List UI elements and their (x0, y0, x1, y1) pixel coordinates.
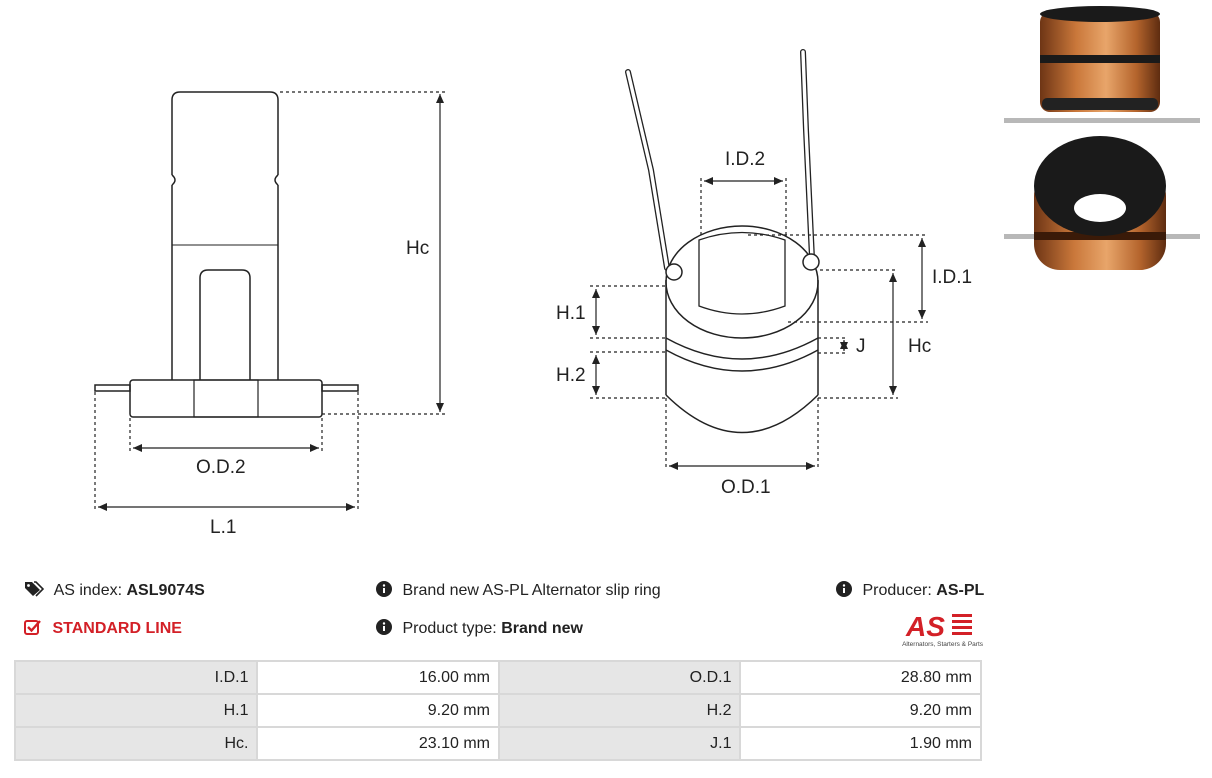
spec-value: 9.20 mm (739, 693, 982, 728)
side-hc-label: Hc (406, 238, 429, 259)
spec-value: 9.20 mm (256, 693, 500, 728)
spec-value: 28.80 mm (739, 660, 982, 695)
as-index-value: ASL9074S (126, 582, 205, 599)
od1-label: O.D.1 (721, 477, 771, 498)
id2-label: I.D.2 (725, 149, 765, 170)
perspective-view (625, 49, 820, 434)
product-type: Product type: Brand new (376, 619, 583, 638)
as-pl-logo: AS Alternators, Starters & Parts (902, 611, 984, 648)
tags-icon (25, 581, 44, 597)
perspective-hc-label: Hc (908, 336, 931, 357)
h2-label: H.2 (556, 365, 586, 386)
product-type-prefix: Product type: (402, 620, 497, 637)
product-type-value: Brand new (501, 620, 583, 637)
spec-value: 1.90 mm (739, 726, 982, 761)
standard-line-label: STANDARD LINE (52, 620, 182, 637)
description-text: Brand new AS-PL Alternator slip ring (402, 582, 661, 599)
spec-label: Hc. (13, 726, 259, 761)
spec-label: H.1 (13, 693, 259, 728)
j-label: J (856, 336, 866, 357)
table-row: I.D.1 16.00 mm O.D.1 28.80 mm (13, 660, 982, 695)
logo-mark: AS (905, 611, 945, 642)
info-icon (376, 619, 392, 635)
spec-label: I.D.1 (13, 660, 259, 695)
side-view-dimensions (94, 91, 445, 512)
standard-line-badge: STANDARD LINE (24, 619, 182, 638)
product-description: Brand new AS-PL Alternator slip ring (376, 581, 661, 600)
od2-label: O.D.2 (196, 457, 246, 478)
spec-label: O.D.1 (497, 660, 742, 695)
perspective-dimensions (590, 177, 928, 470)
l1-label: L.1 (210, 517, 236, 538)
producer-prefix: Producer: (862, 582, 932, 599)
logo-tagline: Alternators, Starters & Parts (902, 641, 984, 648)
info-icon (836, 581, 852, 597)
spec-label: H.2 (497, 693, 742, 728)
table-row: H.1 9.20 mm H.2 9.20 mm (13, 693, 982, 728)
producer: Producer: AS-PL (836, 581, 984, 600)
spec-value: 23.10 mm (256, 726, 500, 761)
as-index-prefix: AS index: (53, 582, 123, 599)
id1-label: I.D.1 (932, 267, 972, 288)
technical-drawing: Hc O.D.2 L.1 (94, 49, 972, 538)
product-photo (1004, 6, 1200, 270)
spec-table: I.D.1 16.00 mm O.D.1 28.80 mm H.1 9.20 m… (13, 660, 982, 761)
spec-value: 16.00 mm (256, 660, 500, 695)
as-index: AS index: ASL9074S (24, 581, 205, 600)
side-view (94, 91, 359, 418)
table-row: Hc. 23.10 mm J.1 1.90 mm (13, 726, 982, 761)
producer-value: AS-PL (936, 582, 985, 599)
h1-label: H.1 (556, 303, 586, 324)
spec-label: J.1 (497, 726, 742, 761)
info-icon (376, 581, 392, 597)
checkbox-icon (24, 620, 41, 635)
